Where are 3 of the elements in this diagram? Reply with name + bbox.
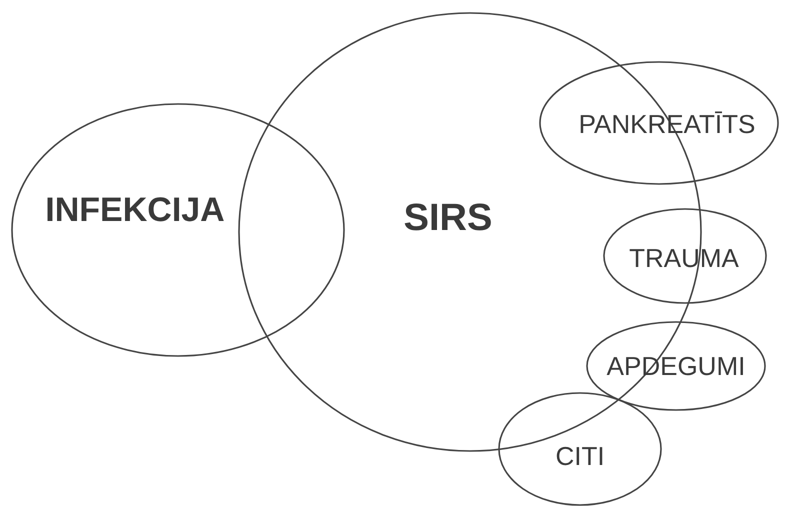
set-label: INFEKCIJA: [45, 193, 225, 227]
set-label: SIRS: [404, 199, 492, 237]
set-label: CITI: [555, 443, 605, 469]
